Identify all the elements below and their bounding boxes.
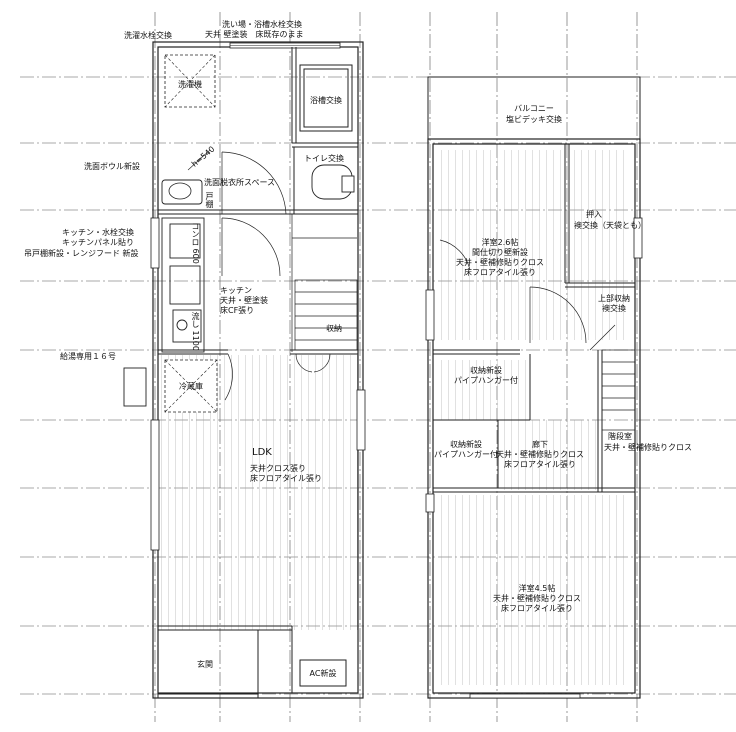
label-kitchen-2: 天井・壁塗装: [220, 296, 268, 305]
label-ldk-1: 天井クロス張り: [250, 464, 306, 473]
label-ldk: LDK: [252, 447, 272, 458]
floor2-plan: [425, 76, 643, 699]
label-upper-storage-1: 上部収納: [598, 294, 630, 303]
label-storage-b-2: パイプハンガー付: [434, 450, 498, 459]
label-hall-1: 廊下: [532, 440, 548, 449]
label-kitchen-3: 床CF張り: [220, 306, 255, 315]
label-kitchen-1: キッチン: [220, 286, 252, 295]
label-storage-b-1: 収納新設: [450, 440, 482, 449]
label-room2-2: 天井・壁補修貼りクロス: [493, 594, 581, 603]
label-fridge: 冷蔵庫: [179, 382, 203, 391]
label-closet-1: 押入: [586, 210, 602, 219]
label-room2-3: 床フロアタイル張り: [501, 604, 573, 613]
label-entrance: 玄関: [197, 660, 213, 669]
label-balcony-1: バルコニー: [514, 104, 554, 113]
label-water-heater: 給湯専用１６号: [60, 352, 116, 361]
label-vertical-note: 戸棚: [205, 192, 214, 208]
label-washroom-1: 洗い場・浴槽水栓交換: [222, 20, 302, 29]
label-hall-2: 天井・壁補修貼りクロス: [496, 450, 584, 459]
label-stair-2: 天井・壁補修貼りクロス: [604, 443, 692, 452]
label-room1-4: 床フロアタイル張り: [464, 268, 536, 277]
label-toilet: トイレ交換: [304, 154, 344, 163]
label-storage: 収納: [326, 324, 342, 333]
label-bath: 浴槽交換: [310, 96, 342, 105]
label-kitchen-faucet-2: キッチンパネル貼り: [62, 238, 134, 247]
label-room1-3: 天井・壁補修貼りクロス: [456, 258, 544, 267]
label-hood: 吊戸棚新設・レンジフード 新設: [24, 249, 139, 258]
label-hall-3: 床フロアタイル張り: [504, 460, 576, 469]
label-balcony-2: 塩ビデッキ交換: [506, 115, 562, 124]
label-stair-1: 階段室: [608, 432, 632, 441]
label-storage-a-1: 収納新設: [470, 366, 502, 375]
floor1-plan: [123, 41, 366, 699]
label-stove: コンロ 600: [191, 222, 200, 264]
label-upper-storage-2: 襖交換: [602, 304, 626, 313]
label-storage-a-2: パイプハンガー付: [454, 376, 518, 385]
label-washroom-2: 天井 壁塗装 床既存のまま: [205, 30, 304, 39]
label-basin: 洗面ボウル新設: [84, 162, 140, 171]
label-dressing: 洗面脱衣所スペース: [204, 178, 276, 187]
label-sink: 流し 1100: [191, 312, 200, 351]
label-room1-1: 洋室2.6帖: [481, 238, 519, 247]
label-ac: AC新設: [309, 669, 337, 678]
label-closet-2: 襖交換（天袋とも）: [574, 221, 646, 230]
label-ldk-2: 床フロアタイル張り: [250, 474, 322, 483]
label-room2-1: 洋室4.5帖: [518, 584, 556, 593]
label-kitchen-faucet-1: キッチン・水栓交換: [62, 228, 134, 237]
label-laundry: 洗濯水栓交換: [124, 31, 172, 40]
label-room1-2: 間仕切り壁新設: [472, 248, 528, 257]
label-laundry-pan: 洗濯機: [178, 80, 202, 89]
